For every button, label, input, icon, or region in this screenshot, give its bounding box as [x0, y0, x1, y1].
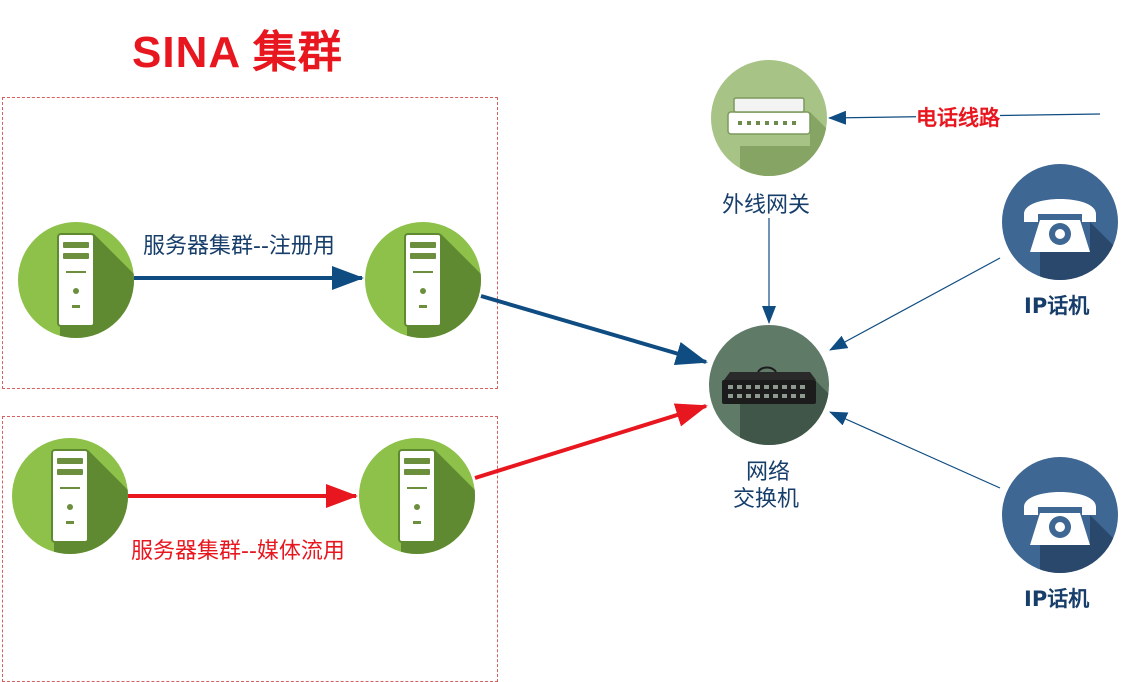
- network-switch-icon: [709, 325, 829, 445]
- ip-phone-icon: [1002, 457, 1118, 573]
- server-icon: [365, 222, 481, 338]
- phone-line-label: 电话线路: [916, 102, 1000, 132]
- cluster-register-label: 服务器集群--注册用: [143, 234, 335, 259]
- ip-phone-1-label: IP话机: [1024, 294, 1090, 318]
- ip-phone-2-label: IP话机: [1024, 587, 1090, 611]
- cluster-media-label: 服务器集群--媒体流用: [131, 539, 345, 564]
- ip-phone-2-to-switch-arrow: [829, 411, 1001, 489]
- gateway-icon: [711, 60, 827, 176]
- ip-phone-icon: [1002, 164, 1118, 280]
- switch-label-line2: 交换机: [733, 487, 800, 512]
- ip-phone-1-to-switch-arrow: [829, 257, 1001, 351]
- media-cluster-to-switch-arrow: [474, 403, 708, 480]
- switch-label-line1: 网络: [746, 460, 791, 485]
- register-cluster-to-switch-arrow: [480, 294, 708, 366]
- server-icon: [12, 438, 128, 554]
- gateway-label: 外线网关: [722, 193, 811, 218]
- server-icon: [18, 222, 134, 338]
- server-icon: [359, 438, 475, 554]
- cluster-register-box: [2, 97, 498, 389]
- diagram-title: SINA 集群: [132, 28, 343, 77]
